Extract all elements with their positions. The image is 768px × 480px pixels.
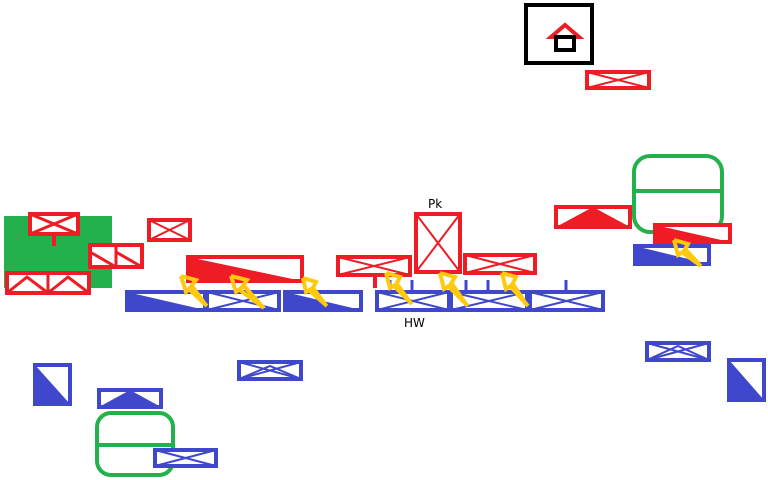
hw-label: HW <box>404 316 425 330</box>
red-unit-center-2[interactable] <box>463 253 537 275</box>
attack-icon <box>179 274 209 308</box>
blue-unit-line-6[interactable] <box>528 280 605 312</box>
red-unit-top[interactable] <box>585 70 651 90</box>
attack-icon <box>500 271 530 308</box>
home-icon <box>545 22 585 52</box>
attack-icon <box>229 274 266 310</box>
attack-icon <box>301 276 329 308</box>
blue-unit-line-4[interactable] <box>375 280 451 312</box>
blue-unit-south-2[interactable] <box>97 388 163 409</box>
peak-label: Pk <box>428 197 442 211</box>
home-frame <box>524 3 594 65</box>
red-unit-east-1[interactable] <box>554 205 632 229</box>
red-unit-east-2[interactable] <box>653 223 732 244</box>
home-marker[interactable] <box>524 3 594 65</box>
attack-icon <box>438 271 470 308</box>
red-unit-west-2[interactable] <box>88 243 144 269</box>
attack-icon <box>384 271 414 306</box>
green-objective-east[interactable] <box>632 154 724 234</box>
red-unit-peak[interactable] <box>414 212 462 274</box>
blue-unit-line-5[interactable] <box>449 280 529 312</box>
green-objective-south[interactable] <box>95 411 175 477</box>
blue-unit-east-2[interactable] <box>645 341 711 362</box>
red-unit-west-1[interactable] <box>28 212 80 246</box>
attack-icon <box>672 238 703 268</box>
blue-unit-south-1[interactable] <box>33 363 72 406</box>
red-unit-armor[interactable] <box>186 255 304 283</box>
red-unit-west-3[interactable] <box>5 271 91 295</box>
blue-unit-south-3[interactable] <box>237 360 303 381</box>
red-unit-center-1[interactable] <box>336 255 412 288</box>
red-unit-small[interactable] <box>147 218 192 242</box>
blue-unit-south-4[interactable] <box>153 448 218 468</box>
blue-unit-east-3[interactable] <box>727 358 766 402</box>
